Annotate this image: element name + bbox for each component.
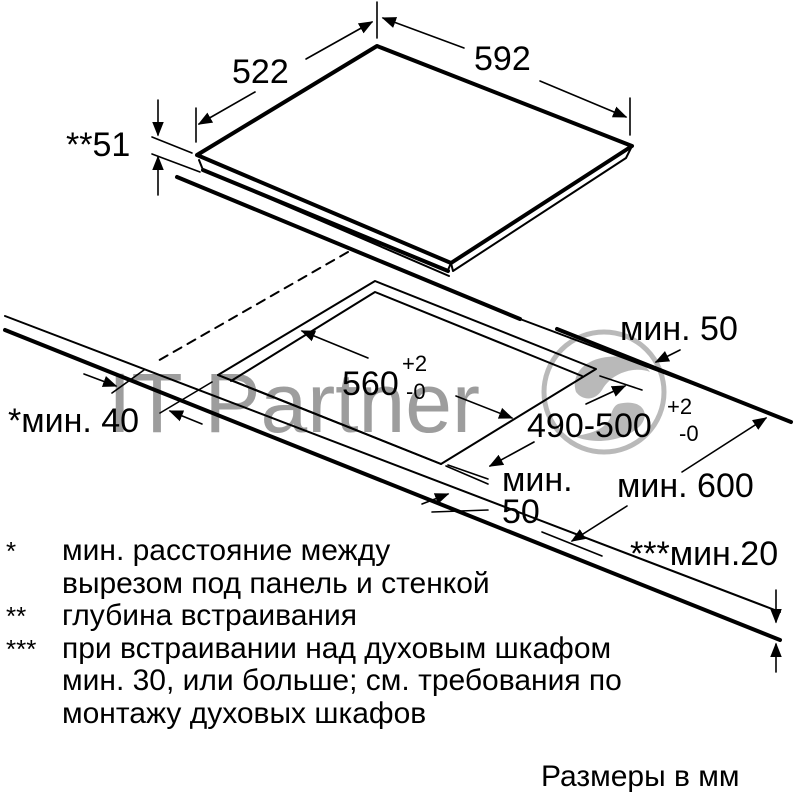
cutout-width-value: 560: [342, 365, 399, 403]
build-in-depth-label: **51: [66, 126, 130, 164]
footnote-row: мин. 30, или больше; см. требования по: [0, 664, 800, 698]
countertop: [3, 315, 793, 642]
footnote-text: вырезом под панель и стенкой: [62, 566, 490, 600]
worktop-cutout: [217, 280, 597, 465]
footnote-row: ** глубина встраивания: [0, 599, 800, 633]
cutout-width-tol-minus: -0: [406, 379, 426, 404]
dim-hob-width: 592: [376, 1, 631, 136]
dim-worktop-depth: мин. 600: [541, 417, 768, 557]
worktop-thickness-label: ***мин.20: [630, 535, 778, 573]
watermark: IT Partner: [108, 329, 667, 455]
cutout-depth-value: 490-500: [527, 407, 652, 445]
hob-depth-label: 522: [232, 53, 289, 91]
footnote-text: глубина встраивания: [62, 599, 357, 632]
footnote-row: монтажу духовых шкафов: [0, 696, 800, 731]
footnote-text: при встраивании над духовым шкафом: [62, 631, 612, 665]
dim-hob-depth: 522: [195, 21, 374, 143]
footnote-text: мин. расстояние между: [62, 534, 391, 567]
dim-rear-clearance: мин. 50: [620, 310, 738, 363]
footnote-text: монтажу духовых шкафов: [62, 696, 427, 730]
worktop-depth-label: мин. 600: [617, 467, 754, 505]
footnote-row: * мин. расстояние между: [0, 534, 800, 568]
footnote-mark: *: [6, 536, 17, 566]
side-clearance-label: *мин. 40: [8, 402, 139, 440]
dim-cutout-depth: 490-500 +2 -0: [447, 375, 699, 480]
cutout-width-tol-plus: +2: [402, 351, 427, 376]
dim-worktop-thickness: ***мин.20: [630, 535, 782, 673]
footnote-mark: **: [6, 601, 27, 631]
hob-width-label: 592: [474, 40, 531, 78]
dim-side-clearance: *мин. 40: [8, 369, 213, 440]
dim-build-in-depth: **51: [66, 99, 201, 196]
watermark-text: IT Partner: [108, 356, 480, 450]
footnotes: * мин. расстояние между вырезом под пане…: [0, 534, 800, 731]
front-clearance-line1: мин.: [502, 461, 573, 499]
dim-cutout-width: 560 +2 -0: [300, 330, 514, 419]
rear-clearance-label: мин. 50: [620, 310, 738, 348]
front-clearance-line2: 50: [502, 493, 540, 531]
hob-panel: [175, 44, 634, 321]
footnote-row: вырезом под панель и стенкой: [0, 566, 800, 601]
cutout-depth-tol-plus: +2: [667, 394, 692, 419]
footnote-mark: ***: [6, 633, 37, 664]
units-note: Размеры в мм: [541, 760, 740, 793]
alignment-dashed-line: [155, 251, 349, 363]
cutout-depth-tol-minus: -0: [679, 421, 699, 446]
dim-front-clearance: мин. 50: [421, 461, 573, 531]
footnote-row: *** при встраивании над духовым шкафом: [0, 631, 800, 666]
footnote-text: мин. 30, или больше; см. требования по: [62, 664, 622, 697]
